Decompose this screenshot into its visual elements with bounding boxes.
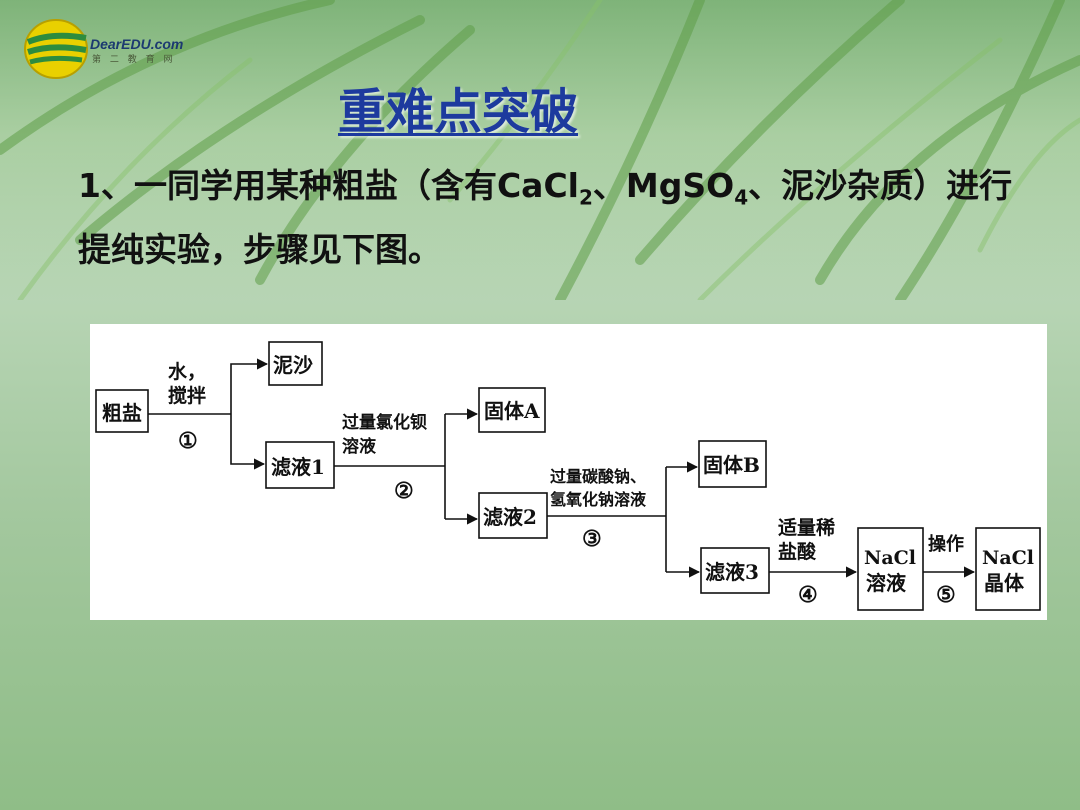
grass-leaves-decoration <box>0 0 1080 300</box>
box-filtrate1 <box>265 441 335 489</box>
node-solid-b: 固体B <box>703 453 760 477</box>
slide-title: 重难点突破 <box>338 84 579 140</box>
problem-text-part3: 、泥沙杂质）进行提纯实验，步骤见下图。 <box>78 166 1013 269</box>
step1-number: ① <box>178 428 198 454</box>
node-filtrate2: 滤液2 <box>483 505 537 529</box>
box-nacl-crystal <box>975 527 1041 611</box>
node-nacl-solution-line1: NaCl <box>864 547 916 569</box>
step2-label-line2: 溶液 <box>342 436 376 457</box>
step3-label-line2: 氢氧化钠溶液 <box>550 490 647 509</box>
problem-text-part1: 1、一同学用某种粗盐（含有CaCl <box>78 166 579 205</box>
box-filtrate3 <box>700 547 770 594</box>
logo-brand-text: DearEDU.com <box>90 36 184 52</box>
logo-subtitle-text: 第 二 教 育 网 <box>92 55 176 65</box>
node-nacl-solution-line2: 溶液 <box>866 571 907 595</box>
node-nacl-crystal-line1: NaCl <box>982 547 1034 569</box>
step2-number: ② <box>394 478 414 504</box>
problem-subscript-4: 4 <box>734 185 749 210</box>
arrow-to-filtrate1 <box>230 414 266 470</box>
step4-label-line1: 适量稀 <box>778 516 835 539</box>
purification-flowchart: 粗盐 泥沙 滤液1 固体A 滤液2 固体B 滤液3 NaCl 溶液 NaCl 晶… <box>90 324 1047 620</box>
step4-number: ④ <box>798 582 818 608</box>
box-solid-b <box>698 440 767 488</box>
node-filtrate1: 滤液1 <box>271 455 325 479</box>
grass-background <box>0 0 1080 300</box>
arrow-to-sand <box>230 358 269 414</box>
problem-statement: 1、一同学用某种粗盐（含有CaCl2、MgSO4、泥沙杂质）进行提纯实验，步骤见… <box>78 160 1018 276</box>
node-filtrate3: 滤液3 <box>705 560 759 584</box>
box-crude-salt <box>95 389 149 433</box>
step1-label-line2: 搅拌 <box>168 384 206 407</box>
step1-label-line1: 水， <box>168 361 206 383</box>
node-crude-salt: 粗盐 <box>102 401 142 425</box>
step5-number: ⑤ <box>936 582 956 608</box>
problem-text-part2: 、MgSO <box>592 166 735 205</box>
box-sand <box>268 341 323 386</box>
box-nacl-solution <box>857 527 924 611</box>
site-logo <box>22 18 222 82</box>
box-solid-a <box>478 387 546 433</box>
node-nacl-crystal-line2: 晶体 <box>984 571 1025 595</box>
step2-label-line1: 过量氯化钡 <box>342 412 427 433</box>
step4-label-line2: 盐酸 <box>778 540 817 563</box>
problem-subscript-2: 2 <box>578 185 593 210</box>
step3-label-line1: 过量碳酸钠、 <box>550 467 646 486</box>
step3-number: ③ <box>582 526 602 552</box>
step5-label: 操作 <box>928 533 964 555</box>
flowchart-svg: 粗盐 泥沙 滤液1 固体A 滤液2 固体B 滤液3 NaCl 溶液 NaCl 晶… <box>95 341 1041 611</box>
node-sand: 泥沙 <box>273 353 313 377</box>
node-solid-a: 固体A <box>484 399 540 423</box>
swoosh-logo-icon <box>24 19 88 79</box>
